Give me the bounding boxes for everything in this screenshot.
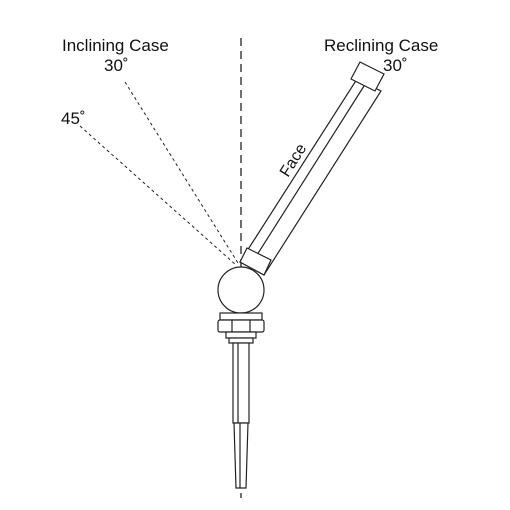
stem-inner-line [249, 85, 365, 267]
hex-nut [217, 319, 265, 333]
fitting-neck [219, 312, 263, 321]
reclining-stem [239, 61, 385, 276]
inclining-30-degree-line [124, 81, 239, 264]
ball-joint [217, 266, 265, 314]
inclining-45-degree-line [79, 125, 237, 266]
reclining-case-label: Reclining Case [324, 36, 438, 55]
inclining-angle-label: 30˚ [104, 56, 129, 75]
thread-ring-1 [225, 331, 257, 339]
probe-tip [233, 422, 249, 489]
left-angle-label: 45˚ [61, 109, 86, 128]
fitting [217, 312, 265, 344]
inclining-case-label: Inclining Case [62, 36, 169, 55]
thread-ring-2 [228, 337, 254, 344]
reclining-angle-label: 30˚ [383, 56, 408, 75]
probe [232, 342, 250, 489]
stem-end-cap [350, 61, 385, 92]
probe-upper [232, 342, 250, 424]
stem-tube [239, 78, 382, 276]
stem-collar [239, 247, 272, 276]
